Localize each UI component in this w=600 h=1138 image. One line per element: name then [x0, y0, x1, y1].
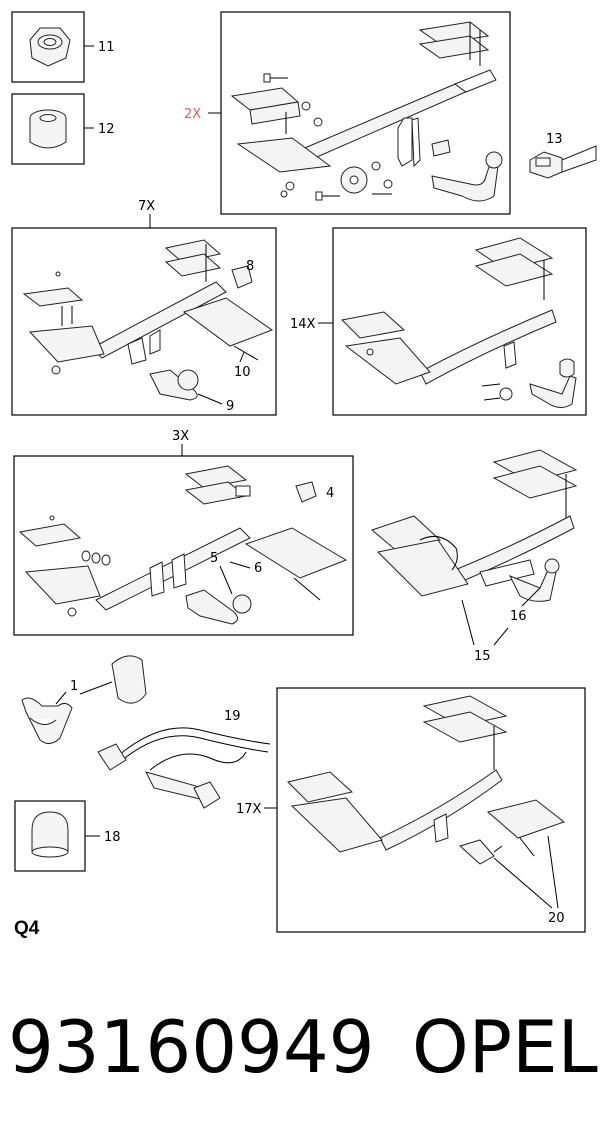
label-11: 11 [98, 40, 115, 55]
label-14x: 14X [290, 317, 316, 332]
towbar-kit-2x[interactable] [220, 11, 511, 215]
part-19-cable-set[interactable] [97, 727, 271, 809]
label-19: 19 [224, 709, 241, 724]
part-13-connector[interactable] [529, 145, 597, 179]
label-20: 20 [548, 911, 565, 926]
label-12: 12 [98, 122, 115, 137]
label-15: 15 [474, 649, 491, 664]
label-6: 6 [254, 561, 262, 576]
part-18-ball-cover[interactable] [14, 800, 100, 872]
label-3x: 3X [172, 429, 189, 444]
section-code: Q4 [14, 918, 40, 939]
label-18: 18 [104, 830, 121, 845]
towbar-kit-14x[interactable] [332, 227, 587, 416]
part-number: 93160949 [8, 1005, 374, 1089]
part-12-plug[interactable] [11, 93, 94, 165]
part-1-mirror[interactable] [21, 655, 147, 744]
towbar-assembly-15-16[interactable] [370, 449, 578, 602]
towbar-kit-17x[interactable] [276, 687, 586, 933]
label-17x: 17X [236, 802, 262, 817]
brand-name: OPEL [412, 1005, 598, 1089]
label-2x: 2X [184, 107, 201, 122]
towbar-kit-3x[interactable] [13, 455, 354, 636]
label-16: 16 [510, 609, 527, 624]
label-13: 13 [546, 132, 563, 147]
towbar-kit-7x[interactable] [11, 227, 277, 416]
label-5: 5 [210, 551, 218, 566]
label-9: 9 [226, 399, 234, 414]
label-7x: 7X [138, 199, 155, 214]
label-8: 8 [246, 259, 254, 274]
label-10: 10 [234, 365, 251, 380]
part-11-nut[interactable] [11, 11, 94, 83]
label-4: 4 [326, 486, 334, 501]
label-1: 1 [70, 679, 78, 694]
